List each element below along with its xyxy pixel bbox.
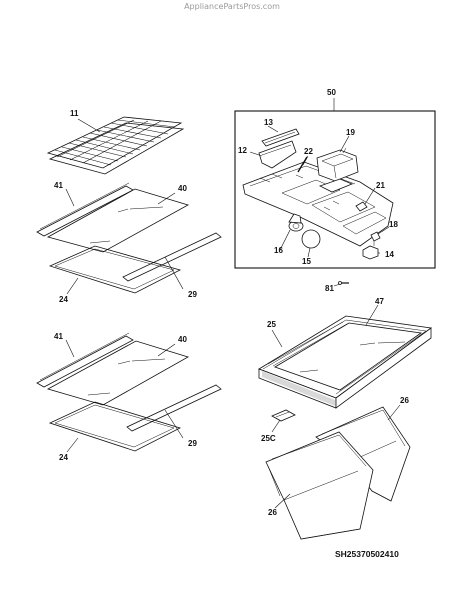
label-19: 19 [346,128,355,137]
label-18: 18 [389,220,398,229]
leader-line [365,304,379,326]
diagram-code: SH25370502410 [335,549,399,559]
leader-line [66,437,79,453]
label-25c: 25C [261,434,276,443]
leader-line [339,135,350,153]
leader-line [364,187,376,205]
label-21: 21 [376,181,385,190]
label-16: 16 [274,246,283,255]
label-26-left: 26 [268,508,277,517]
label-13: 13 [264,118,273,127]
leader-line [279,229,291,251]
label-22: 22 [304,147,313,156]
sensor-part [370,231,381,246]
leader-line [274,493,291,509]
shelf-frame-lower [48,401,182,452]
shelf-front-trim-lower [36,332,134,388]
ice-tray-handle [261,128,300,147]
leader-line [164,409,184,439]
label-15: 15 [302,257,311,266]
leader-line [302,155,309,166]
leader-line [249,151,263,157]
leader-line [65,339,75,358]
shelf-frame-upper [48,245,182,294]
label-40-upper: 40 [178,184,187,193]
screw-part [338,281,349,285]
site-watermark: AppliancePartsPros.com [184,2,280,11]
leader-line [77,118,101,133]
assembly-frame [234,110,436,269]
label-41-upper: 41 [54,181,63,190]
label-26-right: 26 [400,396,409,405]
label-50: 50 [327,88,336,97]
leader-line [267,125,279,133]
leader-line [164,256,184,290]
leader-line [157,343,176,357]
label-29-upper: 29 [188,290,197,299]
leader-line [333,283,341,287]
leader-line [387,404,401,421]
glass-shelf-upper [46,188,190,253]
ice-maker-motor [316,147,359,182]
auger-gear [288,213,304,232]
ice-bucket [258,140,297,169]
leader-line [271,329,283,348]
ice-maker-board [318,178,354,193]
label-14: 14 [385,250,394,259]
label-40-lower: 40 [178,335,187,344]
label-12: 12 [238,146,247,155]
shaft-rod [297,156,308,173]
label-25: 25 [267,320,276,329]
glass-shelf-lower [46,340,190,406]
clip-part [355,201,368,212]
label-24-upper: 24 [59,295,68,304]
connector-part [362,245,379,260]
label-41-lower: 41 [54,332,63,341]
shelf-rear-trim-lower [126,384,222,432]
auger-ball [301,229,321,249]
leader-line [271,419,281,433]
leader-line [157,192,176,205]
label-81: 81 [325,284,334,293]
leader-line [66,277,79,295]
wire-shelf [46,116,185,175]
shelf-rear-trim-upper [122,232,222,282]
label-47: 47 [375,297,384,306]
humidity-control [271,409,296,422]
label-29-lower: 29 [188,439,197,448]
label-11: 11 [70,109,79,118]
crisper-glass-insert [274,322,423,391]
label-24-lower: 24 [59,453,68,462]
leader-line [65,188,75,207]
leader-line [377,226,390,235]
leader-line [307,247,311,258]
